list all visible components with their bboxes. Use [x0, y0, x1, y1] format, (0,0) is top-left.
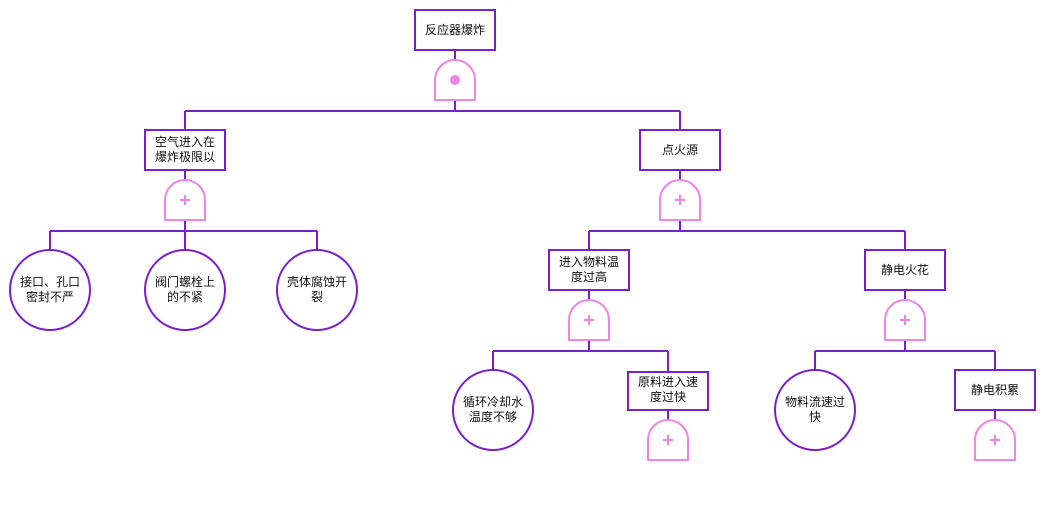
basic-valve-line1: 阀门螺栓上 — [155, 274, 215, 289]
intermediate-event-air: 空气进入在 爆炸极限以 — [144, 129, 226, 171]
intermediate-event-static-spark: 静电火花 — [864, 249, 946, 291]
basic-flow-line1: 物料流速过 — [785, 395, 845, 409]
basic-event-joint-seal: 接口、孔口 密封不严 — [9, 249, 91, 331]
basic-flow-line2: 快 — [809, 410, 821, 424]
event-feed-line2: 度过快 — [650, 389, 686, 404]
basic-shell-line1: 壳体腐蚀开 — [287, 274, 347, 289]
and-gate-icon — [434, 59, 476, 101]
or-gate-icon — [884, 299, 926, 341]
intermediate-event-ignition: 点火源 — [639, 129, 721, 171]
basic-joint-line1: 接口、孔口 — [20, 274, 80, 289]
intermediate-event-static-accumulation: 静电积累 — [954, 369, 1036, 411]
basic-cooling-line1: 循环冷却水 — [463, 395, 523, 409]
basic-event-cooling-water: 循环冷却水 温度不够 — [452, 369, 534, 451]
or-gate-icon — [164, 179, 206, 221]
event-feed-line1: 原料进入速 — [638, 375, 698, 389]
event-static-label: 静电火花 — [881, 262, 929, 277]
basic-shell-line2: 裂 — [311, 290, 323, 304]
event-air-line2: 爆炸极限以 — [155, 150, 215, 164]
top-event: 反应器爆炸 — [414, 9, 496, 51]
event-air-line1: 空气进入在 — [155, 134, 215, 149]
or-gate-icon — [568, 299, 610, 341]
basic-joint-line2: 密封不严 — [26, 289, 74, 304]
basic-event-flow-speed: 物料流速过 快 — [774, 369, 856, 451]
basic-event-shell-corrosion: 壳体腐蚀开 裂 — [276, 249, 358, 331]
top-event-label: 反应器爆炸 — [425, 22, 485, 37]
event-temp-line1: 进入物料温 — [559, 255, 619, 269]
event-temp-line2: 度过高 — [571, 269, 607, 284]
intermediate-event-feed-speed: 原料进入速 度过快 — [627, 371, 709, 411]
basic-valve-line2: 的不紧 — [167, 289, 203, 304]
connectors — [49, 50, 996, 421]
or-gate-icon — [647, 419, 689, 461]
event-ignition-label: 点火源 — [662, 143, 698, 157]
or-gate-icon — [974, 419, 1016, 461]
or-gate-icon — [659, 179, 701, 221]
intermediate-event-temperature: 进入物料温 度过高 — [548, 249, 630, 291]
basic-cooling-line2: 温度不够 — [469, 409, 517, 424]
basic-event-valve-bolt: 阀门螺栓上 的不紧 — [144, 249, 226, 331]
event-accum-label: 静电积累 — [971, 383, 1019, 397]
